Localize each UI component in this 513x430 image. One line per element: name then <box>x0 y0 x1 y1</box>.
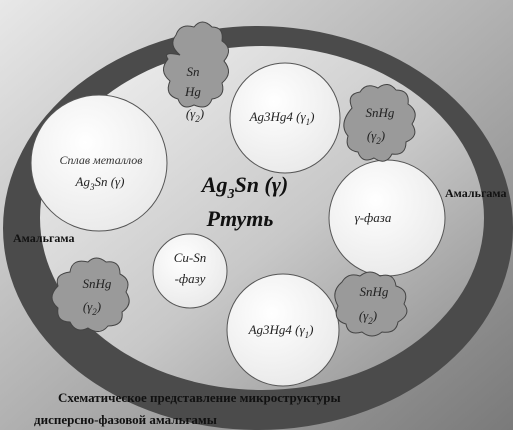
snhg-cloud-top <box>163 21 229 108</box>
caption-line1: Схематическое представление микрострукту… <box>58 390 341 405</box>
snhg-top-label-sn: Sn <box>187 64 200 79</box>
snhg-right-bottom-label: SnHg <box>360 284 389 299</box>
alloy-label-line1: Сплав металлов <box>59 153 142 167</box>
alloy-ag3sn-circle <box>30 94 168 232</box>
central-mercury-label: Ртуть <box>206 206 274 231</box>
snhg-right-top-label: SnHg <box>366 105 395 120</box>
snhg-top-label-gamma: (γ2) <box>186 106 204 124</box>
alloy-label-line2: Ag3Sn (γ) <box>75 174 125 192</box>
snhg-top-label-hg: Hg <box>184 84 201 99</box>
amalgam-left-label: Амальгама <box>13 231 74 245</box>
ag3hg4-bottom-circle <box>226 273 340 387</box>
caption-line2: дисперсно-фазовой амальгамы <box>34 412 217 427</box>
amalgam-right-label: Амальгама <box>445 186 506 200</box>
snhg-cloud-left-bottom <box>51 257 130 332</box>
ag3hg4-top-label: Ag3Hg4 (γ1) <box>249 109 315 127</box>
gamma-phase-label: γ-фаза <box>355 210 392 225</box>
central-compound-label: Ag3Sn (γ) <box>200 172 288 202</box>
snhg-cloud-right-bottom <box>334 271 408 337</box>
snhg-right-bottom-gamma: (γ2) <box>359 308 377 326</box>
snhg-cloud-right-top <box>343 84 416 162</box>
snhg-left-bottom-label: SnHg <box>83 276 112 291</box>
cu-sn-label-line1: Cu-Sn <box>174 250 207 265</box>
cu-sn-label-line2: -фазу <box>175 271 206 286</box>
snhg-left-bottom-gamma: (γ2) <box>83 299 101 317</box>
ag3hg4-bottom-label: Ag3Hg4 (γ1) <box>248 322 314 340</box>
ag3hg4-top-circle <box>229 62 341 174</box>
cu-sn-circle <box>152 233 228 309</box>
snhg-right-top-gamma: (γ2) <box>367 128 385 146</box>
